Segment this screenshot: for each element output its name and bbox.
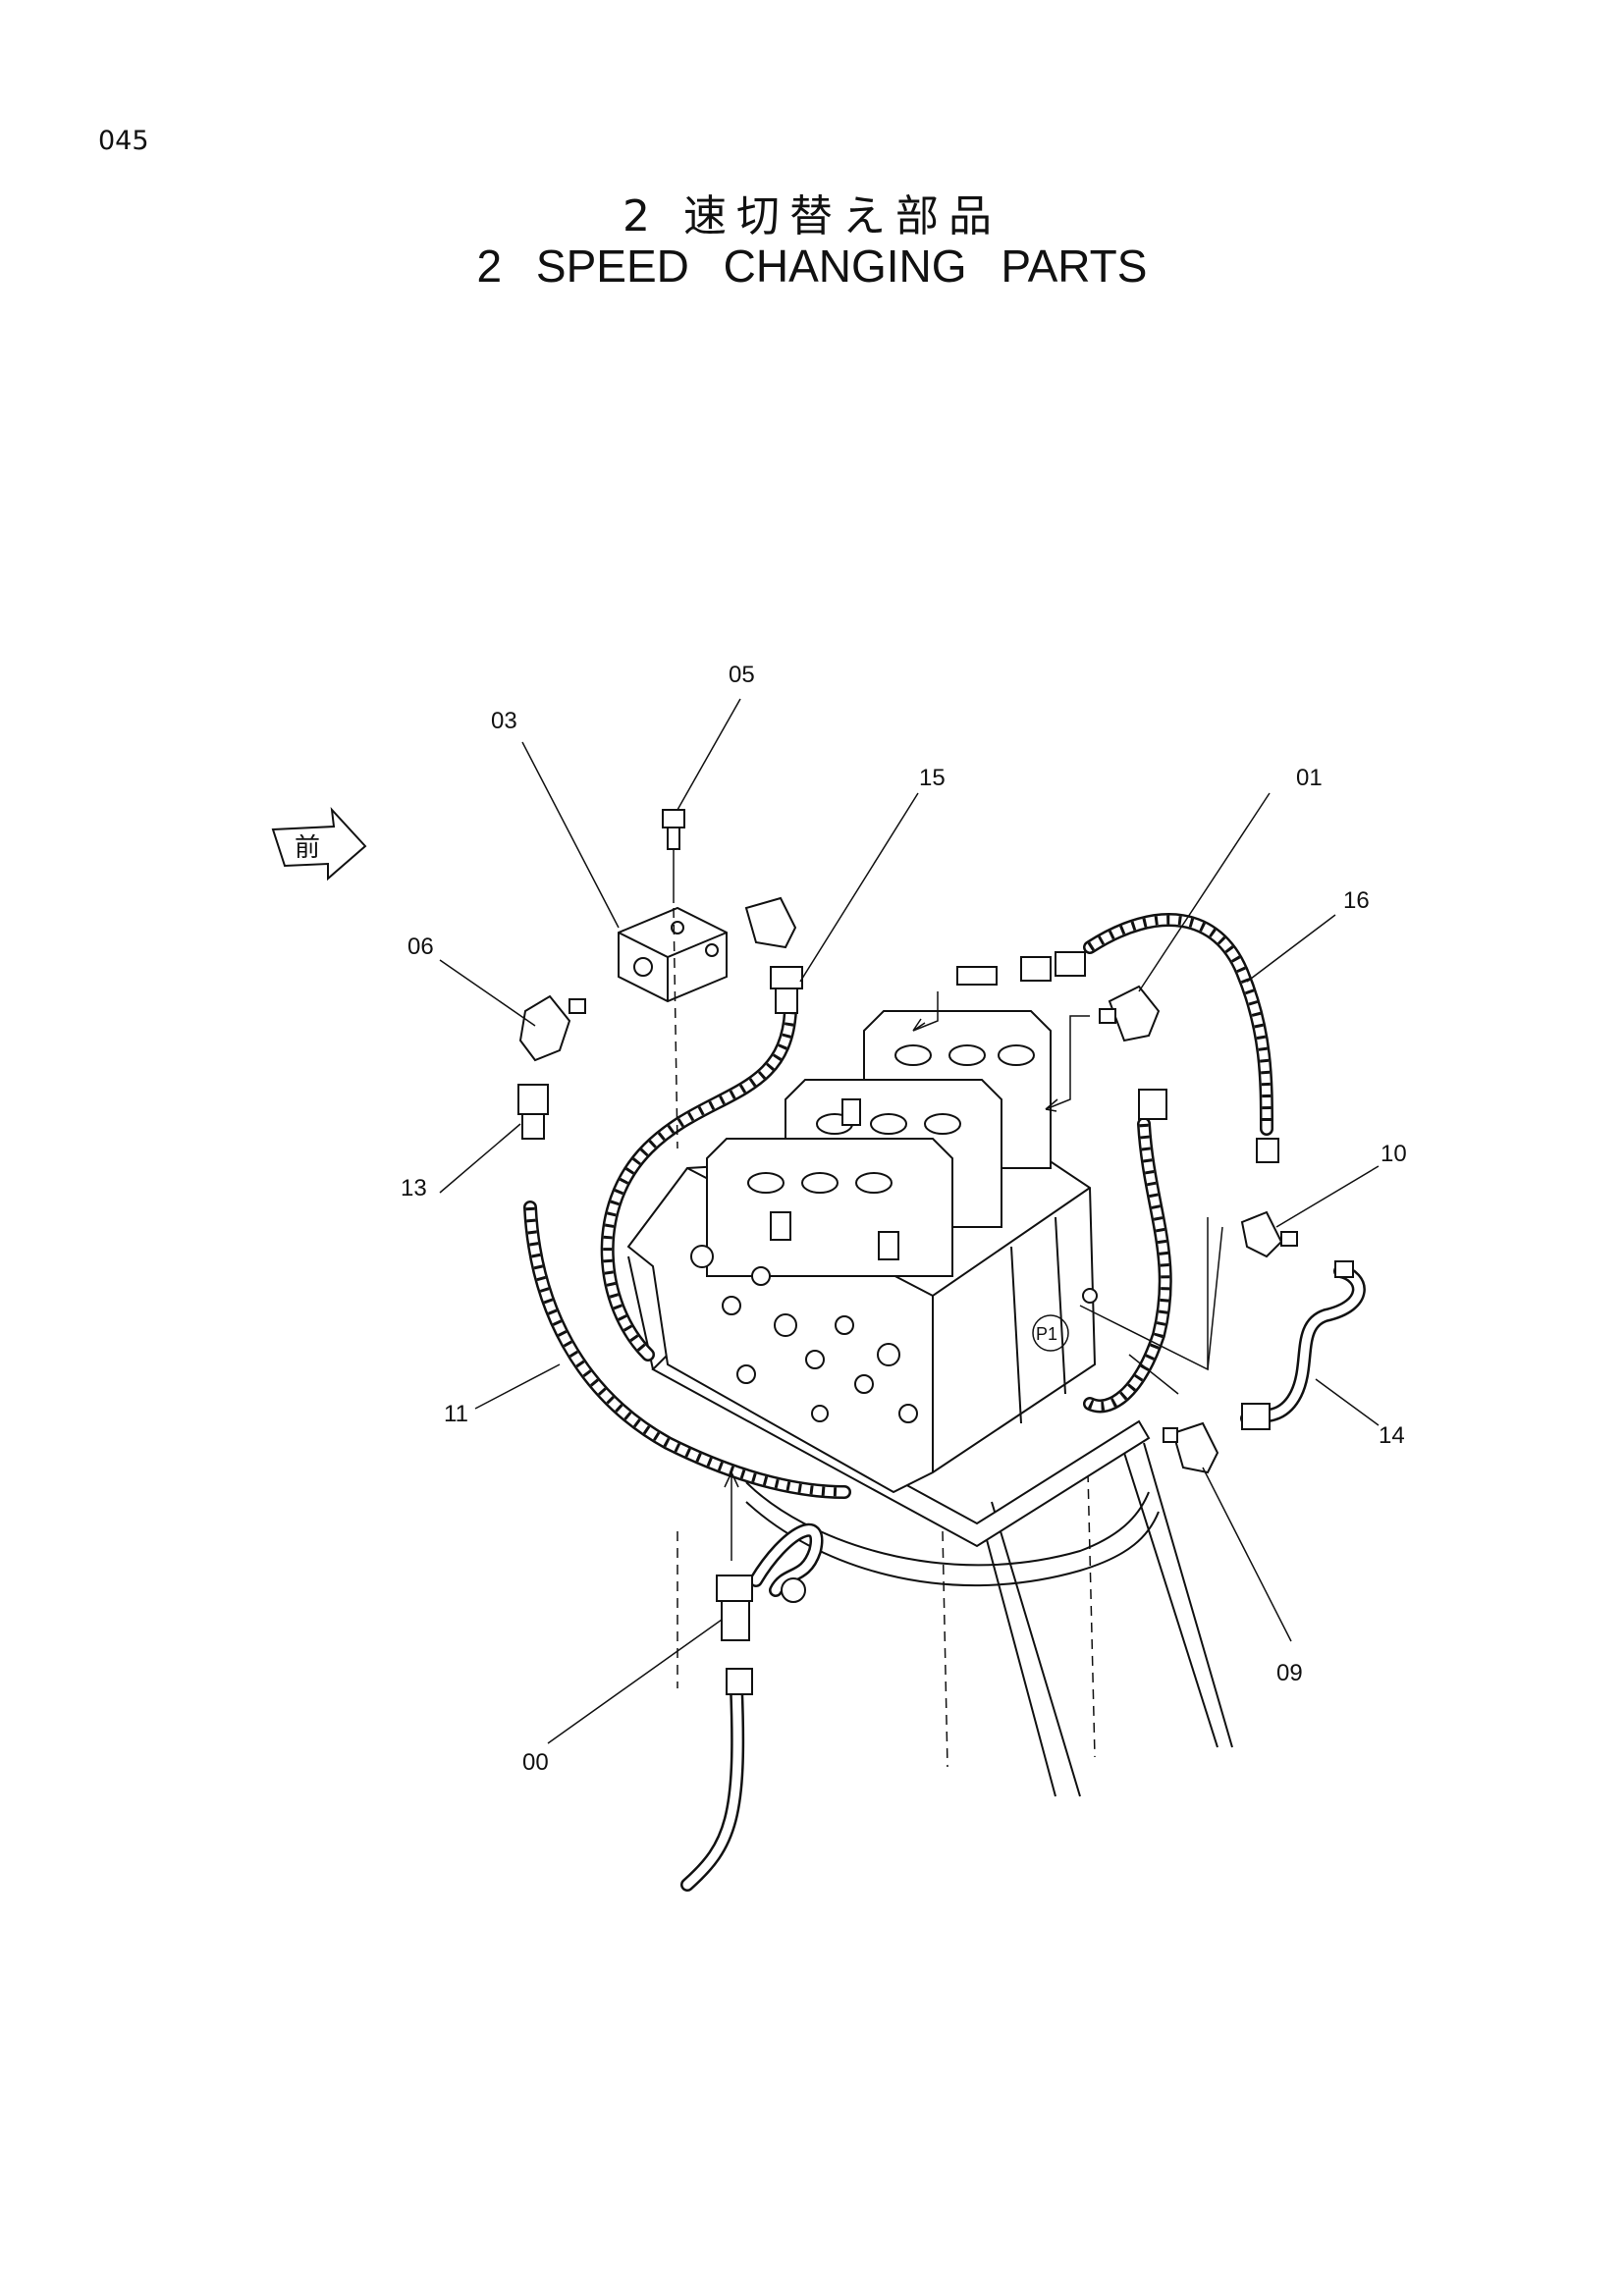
boom-frame	[745, 1442, 1233, 1797]
title-japanese: 2 速切替え部品	[623, 191, 1001, 241]
callout-15: 14	[1379, 1422, 1405, 1449]
solenoid-valve-block	[618, 906, 728, 1003]
page-number: 045	[98, 126, 149, 156]
fitting-13	[517, 1084, 549, 1140]
callout-14: 15	[919, 765, 946, 791]
hose-lower	[680, 1522, 824, 1892]
switch-01	[1099, 985, 1167, 1120]
callout-06: 06	[407, 934, 434, 960]
control-valve-body: P1	[626, 1010, 1098, 1494]
front-direction-arrow-icon: 前	[271, 807, 367, 881]
hose-right	[1083, 1117, 1172, 1414]
fitting-14	[744, 896, 803, 1014]
callout-05: 05	[729, 662, 755, 688]
callout-03: 03	[491, 708, 517, 734]
title-english: 2 SPEED CHANGING PARTS	[476, 240, 1148, 292]
hose-11	[523, 1201, 851, 1499]
callout-13: 13	[401, 1175, 427, 1201]
leader-lines	[439, 698, 1380, 1744]
fitting-05	[662, 809, 685, 903]
assembly-arrows	[673, 907, 1223, 1688]
hose-16	[1083, 913, 1273, 1136]
fitting-15	[1241, 1403, 1271, 1430]
fitting-06-elbow	[518, 994, 586, 1062]
port-p1-label: P1	[1036, 1324, 1057, 1344]
callout-00: 00	[522, 1749, 549, 1776]
connector-16	[956, 951, 1086, 986]
hose-14	[600, 1004, 797, 1362]
callout-16: 16	[1343, 887, 1370, 914]
callout-01: 01	[1296, 765, 1323, 791]
callout-09: 09	[1276, 1660, 1303, 1686]
front-marker-label: 前	[295, 832, 320, 862]
fitting-09-elbow	[1163, 1421, 1219, 1474]
callout-10: 10	[1380, 1141, 1407, 1167]
callout-11: 11	[444, 1401, 468, 1427]
fitting-10	[1240, 1138, 1354, 1278]
switch-00	[716, 1575, 806, 1695]
pipe-15	[1240, 1264, 1366, 1425]
